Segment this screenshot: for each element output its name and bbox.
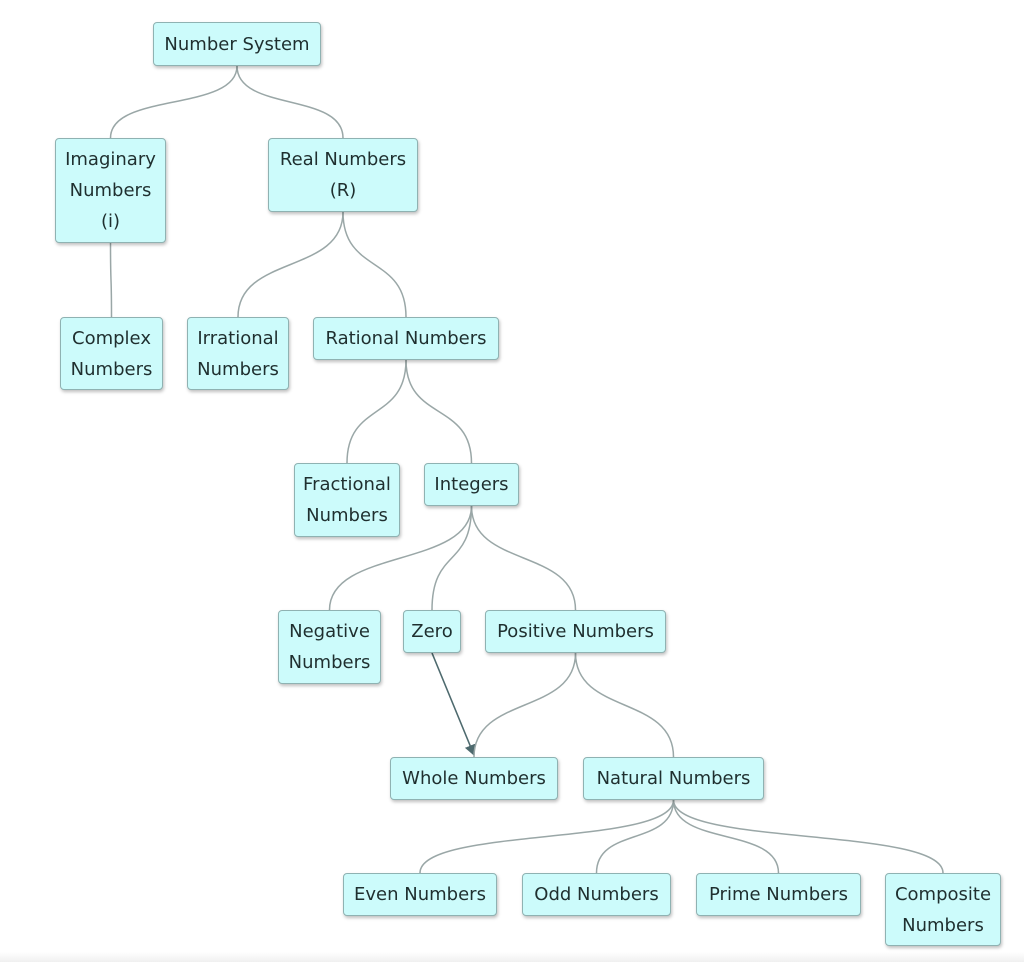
connector-natural-to-odd — [595, 799, 675, 874]
node-label: Complex Numbers — [70, 327, 153, 380]
connector-integers-to-zero — [431, 505, 473, 611]
node-label: Imaginary Numbers (i) — [65, 149, 156, 232]
node-label: Composite Numbers — [894, 883, 992, 936]
connector-rational-to-integers — [405, 359, 473, 464]
node-label: Positive Numbers — [497, 621, 654, 642]
node-whole-numbers[interactable]: Whole Numbers — [390, 757, 558, 800]
node-label: Integers — [434, 474, 509, 495]
node-number-system[interactable]: Number System — [153, 22, 321, 66]
connector-natural-to-composite — [672, 799, 944, 874]
node-fractional-numbers[interactable]: Fractional Numbers — [294, 463, 400, 537]
node-label: Rational Numbers — [325, 328, 487, 349]
node-label: Odd Numbers — [534, 884, 659, 905]
connector-rational-to-fractional — [346, 359, 407, 464]
bottom-edge-shade — [0, 952, 1024, 962]
node-label: Real Numbers (R) — [279, 149, 407, 201]
node-label: Zero — [411, 621, 453, 642]
node-label: Irrational Numbers — [197, 327, 279, 380]
node-zero[interactable]: Zero — [403, 610, 461, 653]
connector-real-to-rational — [342, 211, 407, 318]
connector-positive-to-whole — [473, 652, 577, 758]
connector-natural-to-even — [419, 799, 675, 874]
connector-integers-to-negative — [328, 505, 473, 611]
node-imaginary-numbers[interactable]: Imaginary Numbers (i) — [55, 138, 166, 243]
node-composite-numbers[interactable]: Composite Numbers — [885, 873, 1001, 946]
node-natural-numbers[interactable]: Natural Numbers — [583, 757, 764, 800]
node-label: Prime Numbers — [709, 884, 848, 905]
connector-natural-to-prime — [672, 799, 780, 874]
node-label: Whole Numbers — [402, 768, 546, 789]
node-label: Natural Numbers — [596, 768, 751, 789]
node-odd-numbers[interactable]: Odd Numbers — [522, 873, 671, 916]
node-label: Fractional Numbers — [303, 474, 391, 526]
node-label: Negative Numbers — [288, 621, 371, 673]
node-irrational-numbers[interactable]: Irrational Numbers — [187, 317, 289, 390]
node-real-numbers[interactable]: Real Numbers (R) — [268, 138, 418, 212]
node-negative-numbers[interactable]: Negative Numbers — [278, 610, 381, 684]
connector-imaginary-to-complex — [109, 242, 113, 318]
node-prime-numbers[interactable]: Prime Numbers — [696, 873, 861, 916]
connector-number_system-to-real — [236, 65, 344, 139]
connector-zero-to-whole — [431, 652, 476, 757]
connector-positive-to-natural — [574, 652, 675, 758]
connector-integers-to-positive — [470, 505, 577, 611]
node-complex-numbers[interactable]: Complex Numbers — [60, 317, 163, 390]
node-integers[interactable]: Integers — [424, 463, 519, 506]
node-even-numbers[interactable]: Even Numbers — [343, 873, 497, 916]
node-label: Even Numbers — [354, 884, 486, 905]
connector-number_system-to-imaginary — [109, 65, 238, 139]
connector-real-to-irrational — [237, 211, 344, 318]
node-positive-numbers[interactable]: Positive Numbers — [485, 610, 666, 653]
node-rational-numbers[interactable]: Rational Numbers — [313, 317, 499, 360]
node-label: Number System — [164, 33, 310, 55]
